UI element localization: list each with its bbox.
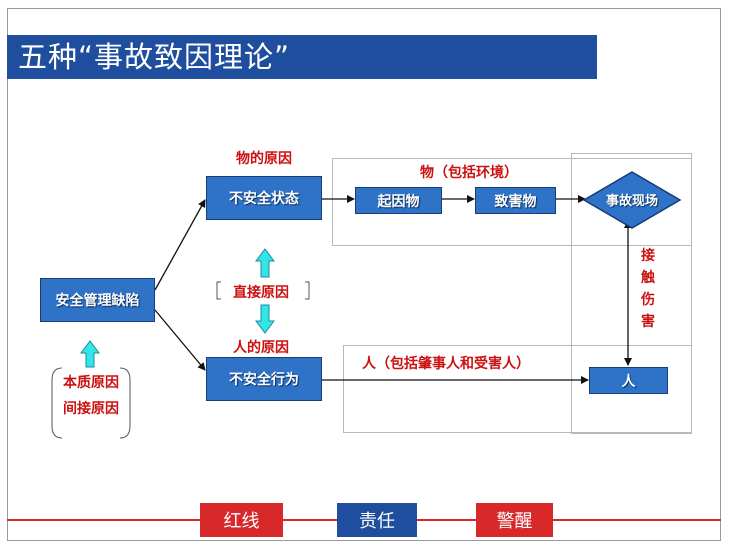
alert-button: 警醒 bbox=[476, 503, 553, 537]
bracket-right-essential bbox=[119, 367, 131, 439]
responsibility-button: 责任 bbox=[337, 503, 417, 537]
cyan-up-arrow-essential bbox=[80, 340, 100, 368]
accident-site-diamond bbox=[582, 171, 682, 229]
bracket-left-essential bbox=[51, 367, 63, 439]
accident-site-label: 事故现场 bbox=[605, 194, 658, 209]
edge-management-to-behavior bbox=[154, 309, 206, 371]
unsafe-behavior-box: 不安全行为 bbox=[206, 357, 322, 401]
contact-harm-char: 害 bbox=[641, 314, 655, 330]
direct-cause-label: 直接原因 bbox=[233, 285, 289, 301]
thing-group-label: 物（包括环境） bbox=[420, 165, 518, 181]
indirect-cause-label: 间接原因 bbox=[63, 401, 119, 417]
title-bar bbox=[7, 35, 597, 79]
harm-object-box: 致害物 bbox=[475, 187, 556, 214]
cyan-down-arrow-direct bbox=[255, 304, 275, 334]
red-line-button: 红线 bbox=[200, 503, 283, 537]
origin-object-box: 起因物 bbox=[355, 187, 442, 214]
contact-harm-char: 伤 bbox=[641, 292, 655, 308]
unsafe-state-box: 不安全状态 bbox=[206, 176, 322, 220]
bracket-right-direct bbox=[305, 281, 310, 300]
contact-harm-char: 触 bbox=[641, 270, 655, 286]
human-group-label: 人（包括肇事人和受害人） bbox=[362, 356, 530, 372]
management-defect-box: 安全管理缺陷 bbox=[40, 278, 155, 322]
bracket-left-direct bbox=[216, 281, 221, 300]
slide-title: 五种“事故致因理论” bbox=[18, 40, 291, 74]
person-box: 人 bbox=[589, 367, 668, 394]
thing-cause-label: 物的原因 bbox=[236, 151, 292, 167]
contact-harm-label: 接 触 伤 害 bbox=[641, 245, 657, 333]
human-cause-label: 人的原因 bbox=[233, 340, 289, 356]
cyan-up-arrow-direct bbox=[255, 248, 275, 278]
accident-column-region bbox=[571, 153, 692, 434]
essential-cause-label: 本质原因 bbox=[63, 375, 119, 391]
contact-harm-char: 接 bbox=[641, 248, 655, 264]
edge-management-to-state bbox=[154, 199, 206, 291]
slide-frame bbox=[7, 8, 721, 541]
